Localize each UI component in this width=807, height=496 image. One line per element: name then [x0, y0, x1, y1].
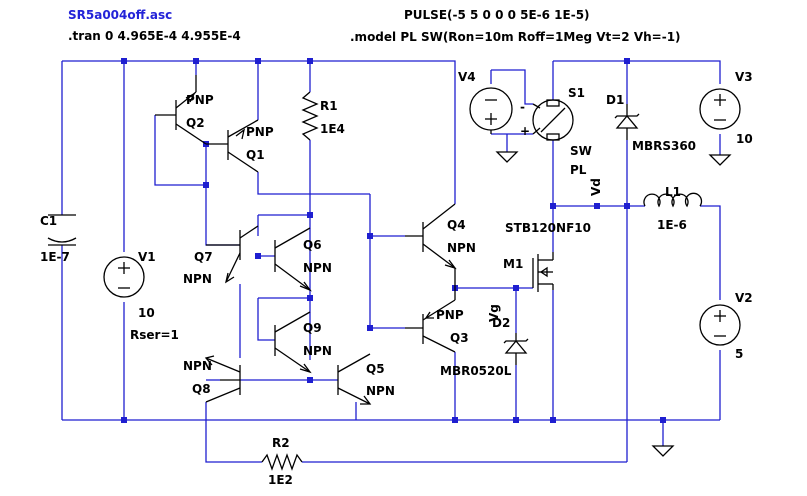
- q8-ref: Q8: [192, 382, 211, 396]
- transistor-q8: [204, 355, 241, 403]
- transistor-q7: [206, 225, 259, 284]
- transistor-q1: [206, 119, 259, 173]
- d2-value: MBR0520L: [440, 364, 512, 378]
- voltage-source-v1: [103, 256, 145, 298]
- ground-main: [651, 445, 675, 457]
- s1-model: PL: [570, 163, 587, 177]
- q9-ref: Q9: [303, 321, 322, 335]
- resistor-r2: [261, 453, 303, 471]
- switch-s1: [532, 99, 574, 141]
- q1-ref: Q1: [246, 148, 265, 162]
- ground-v3: [708, 154, 732, 166]
- v2-ref: V2: [735, 291, 753, 305]
- q3-ref: Q3: [450, 331, 469, 345]
- c1-value: 1E-7: [40, 250, 70, 264]
- r1-ref: R1: [320, 99, 338, 113]
- transistor-q2: [155, 75, 207, 145]
- c1-ref: C1: [40, 214, 57, 228]
- q7-ref: Q7: [194, 250, 213, 264]
- v3-value: 10: [736, 132, 753, 146]
- l1-ref: L1: [665, 185, 681, 199]
- q2-ref: Q2: [186, 116, 205, 130]
- model-directive: .model PL SW(Ron=10m Roff=1Meg Vt=2 Vh=-…: [350, 30, 681, 44]
- inductor-l1: [643, 192, 703, 208]
- q3-type: PNP: [436, 308, 464, 322]
- m1-ref: M1: [503, 257, 523, 271]
- transistor-q3: [405, 288, 456, 353]
- v1-ref: V1: [138, 250, 156, 264]
- q2-type: PNP: [186, 93, 214, 107]
- q5-type: NPN: [366, 384, 395, 398]
- voltage-source-v4: [469, 87, 513, 134]
- v1-rser: Rser=1: [130, 328, 179, 342]
- q9-type: NPN: [303, 344, 332, 358]
- d1-ref: D1: [606, 93, 624, 107]
- v3-ref: V3: [735, 70, 753, 84]
- s1-ref: S1: [568, 86, 585, 100]
- d1-value: MBRS360: [632, 139, 696, 153]
- resistor-r1: [301, 91, 319, 141]
- q4-ref: Q4: [447, 218, 466, 232]
- q6-type: NPN: [303, 261, 332, 275]
- capacitor-c1: [47, 214, 77, 246]
- wires: [61, 60, 721, 463]
- mosfet-m1: [532, 252, 554, 292]
- q5-ref: Q5: [366, 362, 385, 376]
- l1-value: 1E-6: [657, 218, 687, 232]
- transistor-q9: [274, 311, 312, 374]
- q7-type: NPN: [183, 272, 212, 286]
- transistor-q6: [274, 227, 312, 292]
- v4-minus: -: [520, 100, 525, 114]
- r2-value: 1E2: [268, 473, 293, 487]
- q8-type: NPN: [183, 359, 212, 373]
- v4-plus: +: [520, 124, 530, 138]
- net-label-vg: Vg: [487, 304, 501, 322]
- r2-ref: R2: [272, 436, 290, 450]
- v1-value: 10: [138, 306, 155, 320]
- r1-value: 1E4: [320, 122, 345, 136]
- voltage-source-v3: [699, 88, 741, 130]
- transistor-q5: [337, 353, 372, 405]
- q4-type: NPN: [447, 241, 476, 255]
- tran-directive: .tran 0 4.965E-4 4.955E-4: [68, 29, 241, 43]
- q1-type: PNP: [246, 125, 274, 139]
- s1-value: SW: [570, 144, 592, 158]
- v2-value: 5: [735, 347, 743, 361]
- net-label-vd: Vd: [589, 178, 603, 196]
- pulse-directive: PULSE(-5 5 0 0 0 5E-6 1E-5): [404, 8, 590, 22]
- v4-ref: V4: [458, 70, 476, 84]
- filename-label: SR5a004off.asc: [68, 8, 172, 22]
- voltage-source-v2: [699, 304, 741, 346]
- ground-v4: [495, 151, 519, 163]
- diode-d2: [503, 333, 529, 365]
- diode-d1: [614, 104, 640, 140]
- transistor-q4: [405, 203, 457, 288]
- m1-value: STB120NF10: [505, 221, 591, 235]
- d2-ref: D2: [492, 316, 510, 330]
- q6-ref: Q6: [303, 238, 322, 252]
